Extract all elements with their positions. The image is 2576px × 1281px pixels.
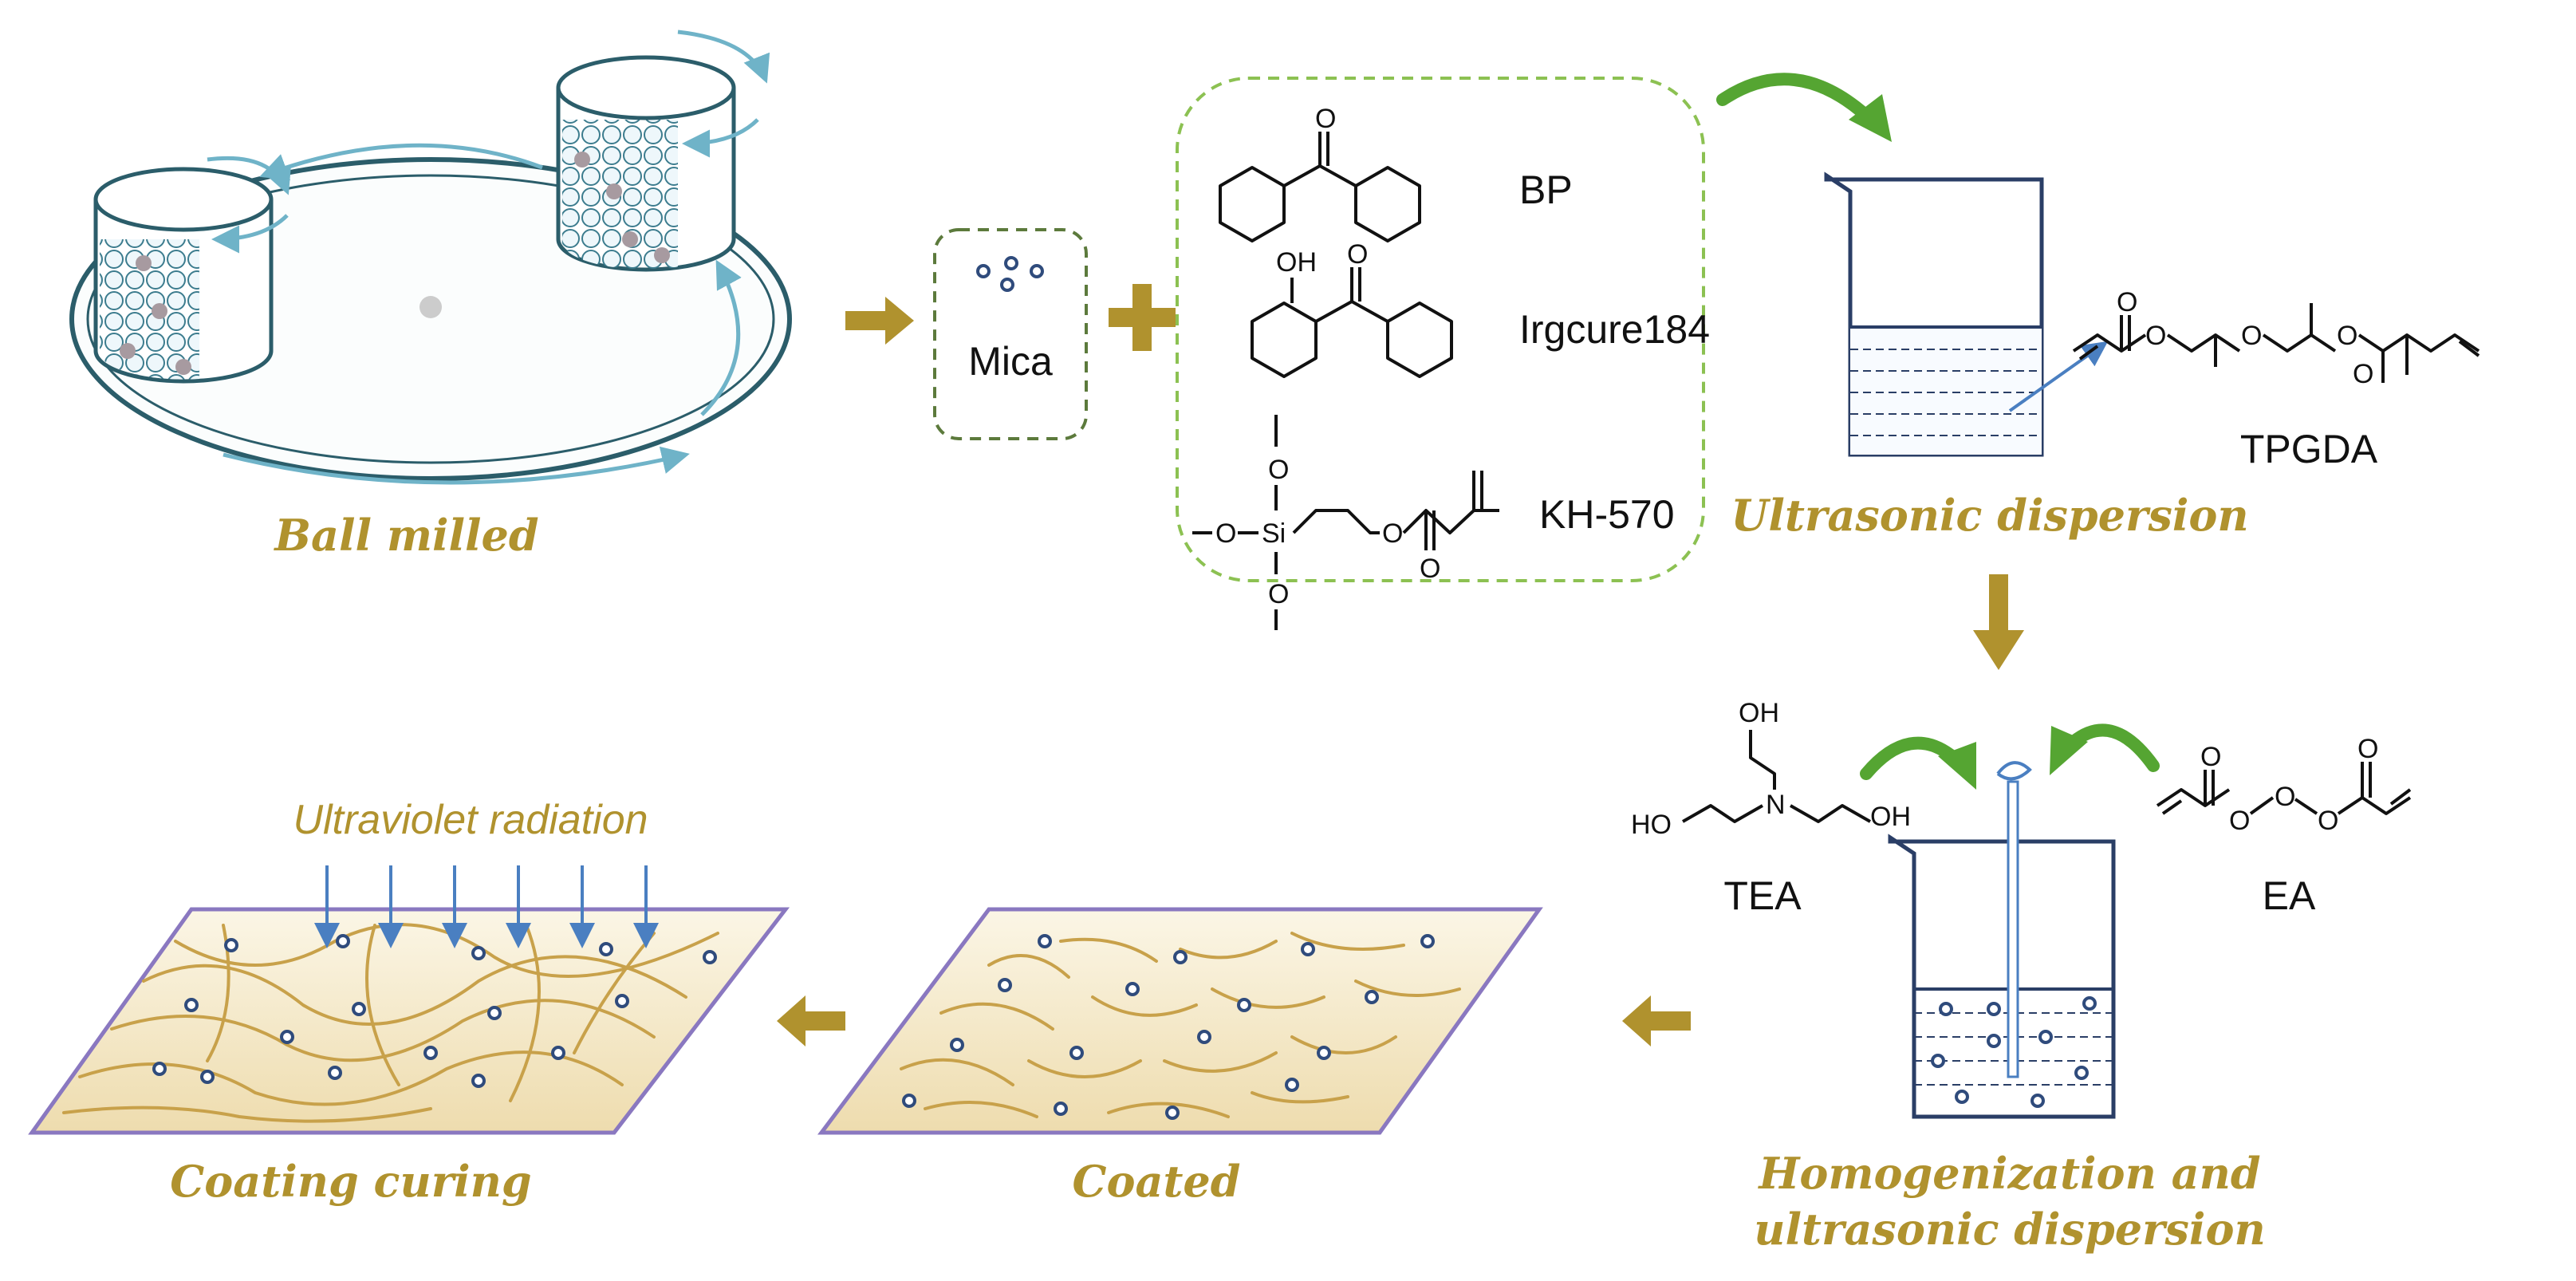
atom-o: O [1347,239,1368,270]
homogenizer-probe [2007,780,2019,1078]
curl-arrowhead [1849,94,1892,142]
bp-structure: O [1219,104,1421,242]
label-homogenization-2: ultrasonic dispersion [1754,1204,2265,1255]
flow-arrow-mill-to-mica [845,297,914,345]
curl-arrowhead [2050,726,2088,775]
atom-o: O [2117,287,2137,317]
tpgda-structure: O O O O O [2072,287,2480,389]
mica-particle [1931,1054,1945,1068]
mica-particle [2074,1066,2089,1080]
mica-particle [1987,1034,2001,1048]
tea-structure: OH N HO OH [1631,698,1911,840]
curl-arrow-tea [1860,736,1960,780]
flow-arrow-down [1973,574,2024,670]
beaker-ultrasonic [1824,171,2109,457]
mica-particle [1987,1002,2001,1016]
label-ball-milled: Ball milled [273,510,538,561]
atom-n: N [1766,790,1786,820]
curl-arrow-ea [2067,723,2160,772]
atom-o: O [2145,321,2166,351]
mica-particle [2082,996,2097,1011]
mica-particle [1030,264,1044,278]
atom-o: O [1268,579,1289,609]
atom-oh: OH [1739,698,1779,728]
ea-structure: O O O O O [2156,734,2412,836]
mica-particle [2038,1030,2053,1044]
plus-sign [1109,284,1176,351]
cured-film [28,907,790,1135]
atom-ho: HO [1631,810,1672,840]
label-ea: EA [2263,873,2316,918]
label-tpgda: TPGDA [2240,427,2378,471]
label-ultrasonic-dispersion: Ultrasonic dispersion [1731,490,2248,541]
atom-o: O [2318,806,2338,836]
curl-arrowhead [1938,742,1976,790]
label-kh570: KH-570 [1539,492,1675,537]
atom-o: O [2200,742,2221,772]
uv-arrows [314,865,659,948]
label-coated: Coated [1072,1156,1240,1207]
mica-particle [1000,278,1014,292]
ball-mill [69,30,792,485]
label-homogenization-1: Homogenization and [1757,1148,2260,1199]
label-bp: BP [1519,168,1573,212]
atom-si: Si [1262,518,1286,549]
mill-jar-right [556,30,770,272]
coated-film [817,907,1543,1135]
flow-arrow-to-curing [777,995,845,1046]
mica-box: Mica [933,228,1088,440]
atom-o: O [2241,321,2262,351]
irgcure-structure: O OH [1251,239,1453,378]
label-irgcure: Irgcure184 [1519,307,1710,352]
atom-o: O [1382,518,1403,549]
mica-particle [1004,256,1018,270]
atom-o: O [1215,518,1236,549]
atom-o: O [1420,554,1440,584]
label-uv: Ultraviolet radiation [293,797,648,843]
label-mica: Mica [968,339,1053,384]
mica-particle [976,264,991,278]
atom-oh: OH [1276,247,1317,278]
mill-jar-left [93,156,292,384]
curl-arrow-additives [1716,73,1873,122]
label-tea: TEA [1723,873,1802,918]
label-coating-curing: Coating curing [170,1156,531,1207]
additives-box: O BP O OH Irgcure184 O O Si O [1176,77,1710,630]
mica-particle [1939,1002,1953,1016]
atom-oh: OH [1870,802,1911,832]
kh570-structure: O O Si O O O [1192,415,1499,630]
atom-o: O [2357,734,2378,764]
atom-o: O [2275,782,2295,812]
flow-arrow-to-coated [1622,995,1691,1046]
atom-o: O [2353,359,2373,389]
beaker-homogenization [1888,761,2116,1119]
atom-o: O [1268,455,1289,485]
mica-particle [2030,1094,2045,1108]
atom-o: O [1315,104,1336,134]
atom-o: O [2337,321,2357,351]
atom-o: O [2229,806,2250,836]
mica-particle [1955,1090,1969,1104]
